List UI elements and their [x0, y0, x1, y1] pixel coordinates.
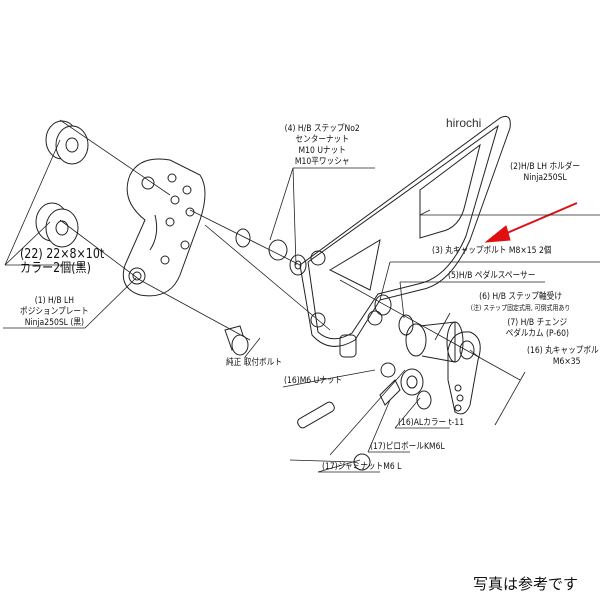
cap-bolt-16: [297, 401, 335, 429]
label-part-4: (4) H/B ステップNo2 センターナット M10 Uナット M10平ワッシ…: [285, 124, 360, 168]
label-part-22: (22) 22×8×10t カラー2個(黒): [20, 248, 104, 276]
label-line: (6) H/B ステップ軸受け: [479, 292, 562, 302]
collar-22-lower: [35, 202, 79, 248]
label-line: (22) 22×8×10t: [20, 247, 105, 262]
label-part-2: (2)H/B LH ホルダー Ninja250SL: [510, 162, 580, 184]
label-part-6: (6) H/B ステップ軸受け (注) ステップ固定式用, 可倒式用あり: [471, 292, 571, 314]
pillow-ball-17: [379, 368, 424, 406]
label-line: ポジションプレート: [20, 307, 89, 317]
center-nut-4: [235, 228, 307, 276]
label-part-5: (5)H/B ペダルスペーサー: [448, 271, 536, 281]
collar-22-upper: [45, 120, 89, 165]
label-line: M10 Uナット: [298, 146, 346, 156]
label-line: (16) 丸キャップボルト: [527, 346, 600, 356]
pedal-cam-7: [447, 331, 481, 415]
label-line: Ninja250SL (黒): [24, 318, 85, 328]
oem-mount-bolt: [224, 325, 249, 356]
label-part-17-nut: (17)ジャミナットM6 L: [322, 462, 402, 472]
pedal-spacer-5: [398, 314, 414, 336]
watermark: hirochi: [446, 116, 482, 130]
label-part-7: (7) H/B チェンジ ペダルカム (P-60): [506, 318, 569, 340]
label-part-16-nut: (16)M6 Uナット: [284, 376, 343, 386]
label-part-16-bolt: (16) 丸キャップボルト M6×35: [527, 346, 600, 368]
label-line: (1) H/B LH: [34, 296, 75, 306]
label-line: (2)H/B LH ホルダー: [510, 162, 581, 172]
m6-u-nut-16: [380, 362, 396, 378]
label-line: M6×35: [552, 357, 581, 367]
label-part-3: (3) 丸キャップボルト M8×15 2個: [432, 246, 552, 256]
label-line: ペダルカム (P-60): [505, 329, 569, 339]
label-line: センターナット: [295, 135, 349, 145]
step-shaft-6: [405, 321, 464, 363]
position-plate-1: [122, 158, 206, 297]
label-line: M10平ワッシャ: [294, 157, 350, 167]
label-line: Ninja250SL: [523, 173, 567, 183]
label-part-16-collar: (16)ALカラー t-11: [398, 418, 465, 428]
label-oem-bolt: 純正 取付ボルト: [226, 358, 282, 368]
label-line: (4) H/B ステップNo2: [284, 124, 360, 134]
label-line: カラー2個(黒): [20, 261, 91, 276]
leader-lines: [3, 119, 600, 473]
red-arrow-icon: [484, 202, 578, 243]
label-part-1: (1) H/B LH ポジションプレート Ninja250SL (黒): [20, 296, 89, 329]
al-collar-16: [416, 390, 432, 410]
label-part-17-ball: (17)ピロボールKM6L: [370, 442, 445, 452]
cap-bolt-3-b: [374, 294, 392, 316]
label-line: (注) ステップ固定式用, 可倒式用あり: [470, 304, 571, 312]
reference-photo-disclaimer: 写真は参考です: [473, 575, 579, 593]
holder-2: [299, 115, 511, 347]
label-line: (7) H/B チェンジ: [507, 318, 568, 328]
cap-bolt-3: [339, 334, 357, 358]
